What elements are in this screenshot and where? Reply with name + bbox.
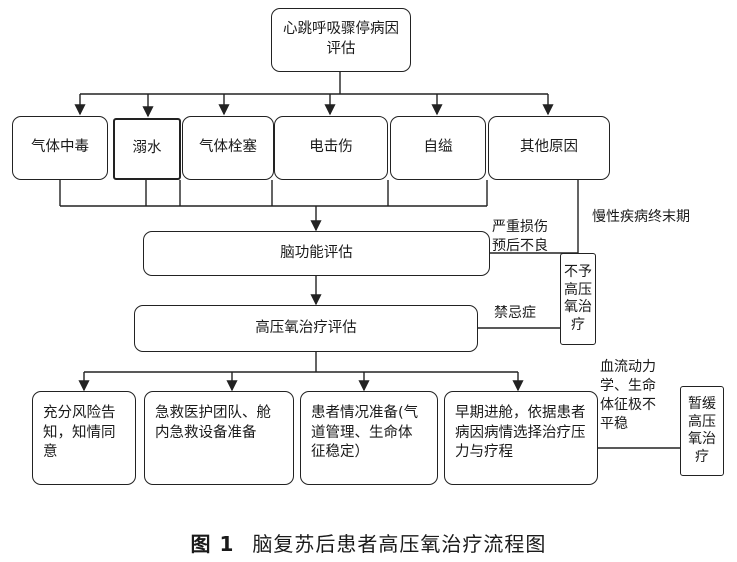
cause-hanging: 自缢 bbox=[390, 116, 486, 180]
no-hbo-treatment: 不予 高压 氧治 疗 bbox=[560, 253, 596, 345]
label-chronic-disease: 慢性疾病终末期 bbox=[592, 209, 690, 225]
label-unstable-vitals: 血流动力 学、生命 体征极不 平稳 bbox=[600, 359, 656, 432]
prep-emergency-team: 急救医护团队、舱 内急救设备准备 bbox=[144, 391, 294, 485]
top-box-cause-assessment: 心跳呼吸骤停病因 评估 bbox=[271, 8, 411, 72]
cause-electric-injury: 电击伤 bbox=[274, 116, 388, 180]
figure-number: 图 1 bbox=[190, 532, 235, 556]
figure-caption: 图 1 脑复苏后患者高压氧治疗流程图 bbox=[0, 528, 737, 557]
cause-gas-poisoning: 气体中毒 bbox=[12, 116, 108, 180]
prep-risk-consent: 充分风险告 知，知情同 意 bbox=[32, 391, 136, 485]
label-contraindication: 禁忌症 bbox=[494, 305, 536, 321]
prep-patient-condition: 患者情况准备(气 道管理、生命体 征稳定） bbox=[300, 391, 438, 485]
brain-function-assessment: 脑功能评估 bbox=[143, 231, 490, 276]
delay-hbo-treatment: 暂缓 高压 氧治 疗 bbox=[680, 386, 724, 476]
cause-other: 其他原因 bbox=[488, 116, 610, 180]
prep-early-chamber-entry: 早期进舱，依据患者 病因病情选择治疗压 力与疗程 bbox=[444, 391, 598, 485]
figure-title: 脑复苏后患者高压氧治疗流程图 bbox=[252, 532, 547, 556]
cause-gas-embolism: 气体栓塞 bbox=[182, 116, 274, 180]
hbo-treatment-assessment: 高压氧治疗评估 bbox=[134, 305, 478, 352]
cause-drowning: 溺水 bbox=[113, 118, 181, 180]
label-severe-injury: 严重损伤 预后不良 bbox=[492, 219, 548, 254]
